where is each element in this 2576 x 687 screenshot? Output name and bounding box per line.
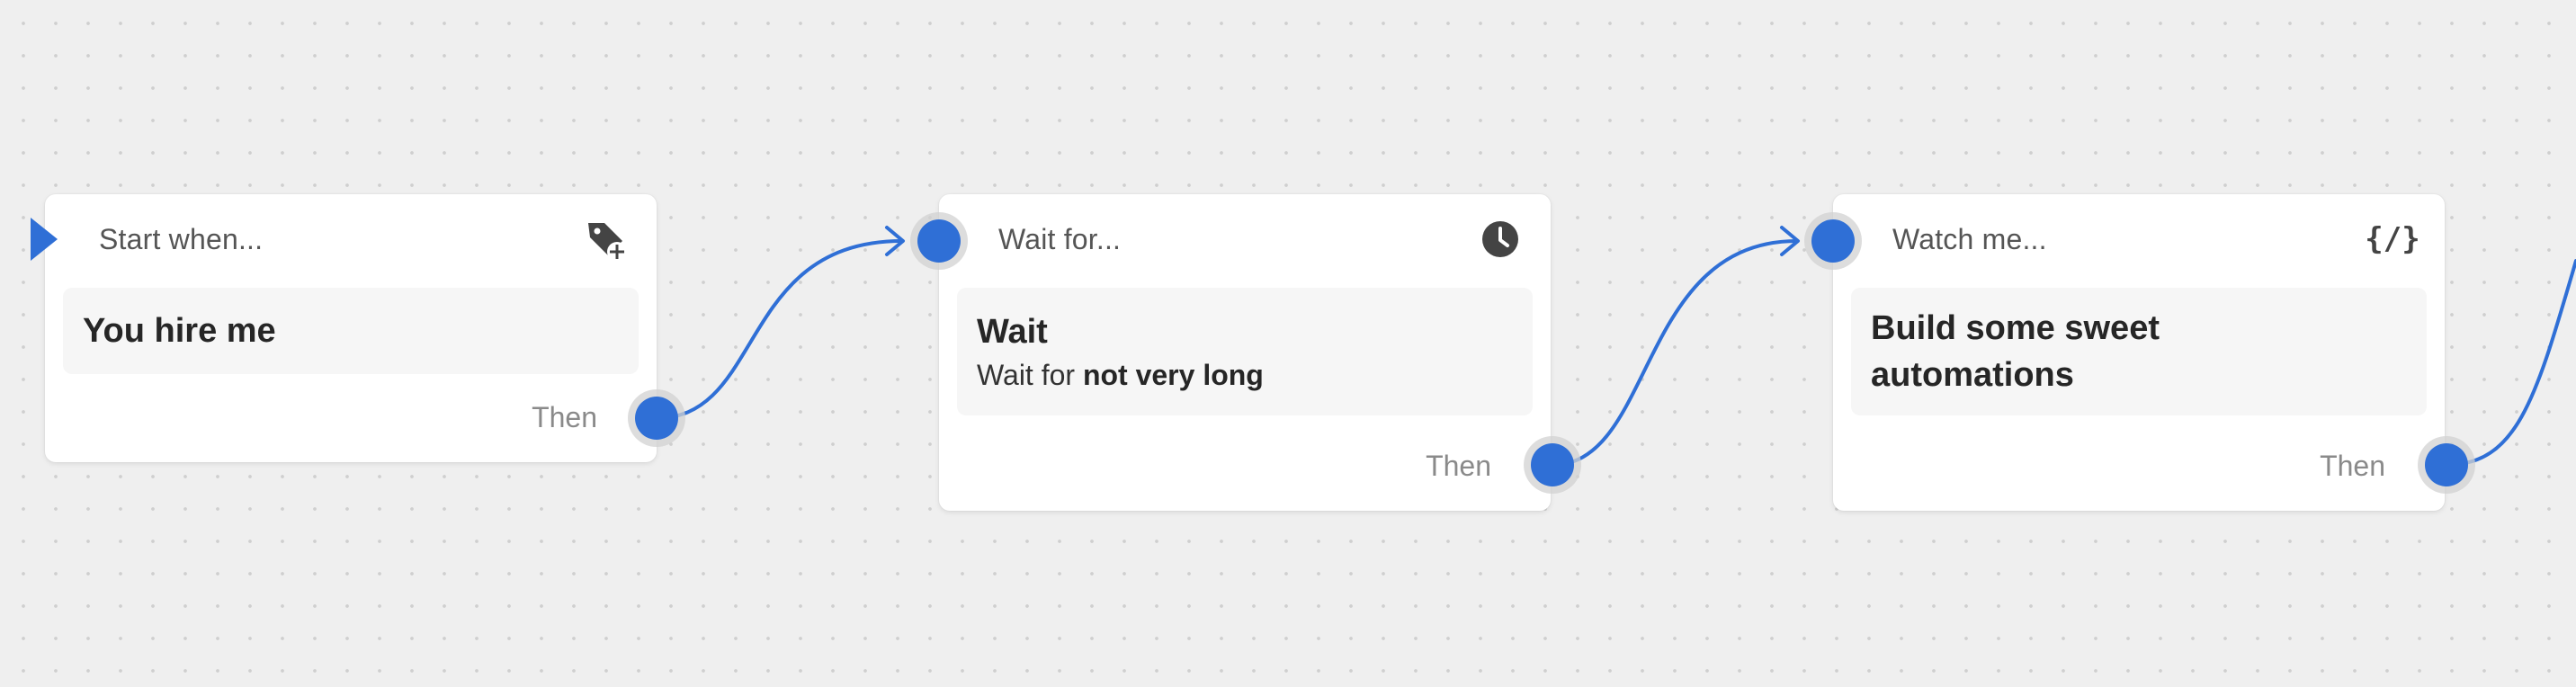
node-title: Wait xyxy=(977,313,1048,351)
node-header: Start when... xyxy=(45,194,657,288)
node-title: You hire me xyxy=(83,312,276,350)
input-port[interactable] xyxy=(1811,219,1855,263)
node-wait[interactable]: Wait for... Wait Wait for not very long … xyxy=(939,194,1551,511)
node-subtitle: Wait for not very long xyxy=(977,355,1513,395)
clock-icon xyxy=(1477,216,1524,263)
node-body: Wait Wait for not very long xyxy=(957,288,1533,415)
subtitle-prefix: Wait for xyxy=(977,359,1076,391)
subtitle-value: not very long xyxy=(1082,359,1264,391)
node-label: Watch me... xyxy=(1892,223,2047,255)
code-braces-glyph: {/} xyxy=(2365,221,2420,257)
output-port[interactable] xyxy=(635,397,678,440)
output-port[interactable] xyxy=(2425,443,2468,486)
node-label: Start when... xyxy=(99,223,264,255)
code-braces-icon: {/} xyxy=(2364,216,2421,263)
start-entry-marker xyxy=(31,218,58,261)
node-title-line-1: Build some sweet xyxy=(1871,309,2160,347)
node-start-trigger[interactable]: Start when... You hire me Then xyxy=(45,194,657,462)
then-label: Then xyxy=(1426,450,1491,482)
tag-add-icon xyxy=(583,216,630,263)
node-body: Build some sweet automations xyxy=(1851,288,2427,415)
node-title-line-2: automations xyxy=(1871,356,2074,394)
connector-2-3-arrowhead xyxy=(1780,226,1800,256)
output-port[interactable] xyxy=(1531,443,1574,486)
node-body: You hire me xyxy=(63,288,639,374)
connector-1-2 xyxy=(655,239,904,420)
then-label: Then xyxy=(532,401,597,433)
node-watch[interactable]: Watch me... {/} Build some sweet automat… xyxy=(1833,194,2445,511)
node-header: Watch me... {/} xyxy=(1833,194,2445,288)
node-label: Wait for... xyxy=(998,223,1122,255)
connector-1-2-arrowhead xyxy=(885,226,905,256)
then-label: Then xyxy=(2320,450,2385,482)
node-header: Wait for... xyxy=(939,194,1551,288)
connector-3-next xyxy=(2445,259,2576,467)
connector-2-3 xyxy=(1551,239,1799,467)
input-port[interactable] xyxy=(917,219,961,263)
